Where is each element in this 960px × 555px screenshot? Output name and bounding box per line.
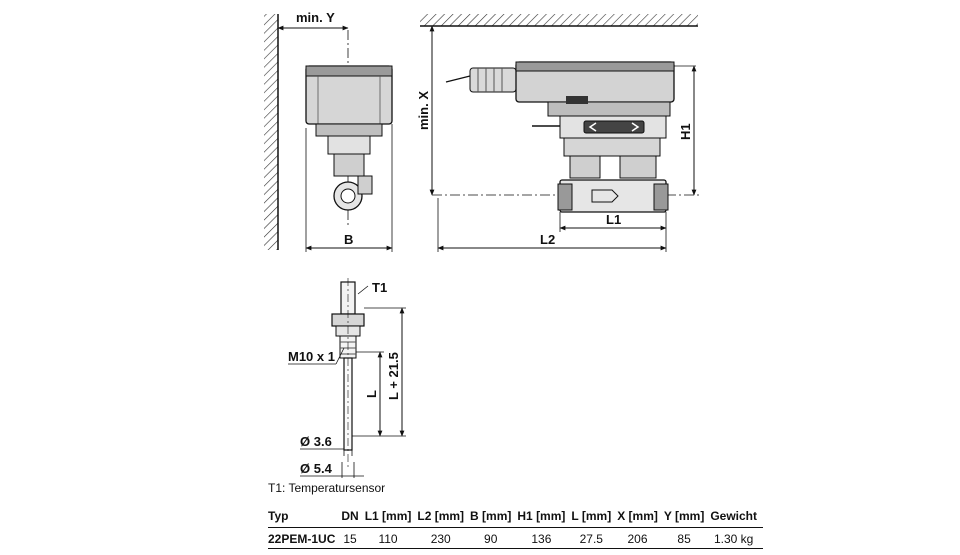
label-l1: L1 bbox=[606, 212, 621, 227]
col-gewicht: Gewicht bbox=[710, 509, 757, 523]
label-min-y: min. Y bbox=[296, 10, 335, 25]
label-d54: Ø 5.4 bbox=[300, 461, 333, 476]
table-row: 22PEM-1UC 15 110 230 90 136 27.5 206 85 … bbox=[268, 528, 763, 549]
label-t1: T1 bbox=[372, 280, 387, 295]
label-l-plus: L + 21.5 bbox=[386, 352, 401, 400]
cell-b: 90 bbox=[484, 532, 498, 546]
technical-drawing: min. Y B min. X bbox=[264, 10, 700, 478]
cell-x: 206 bbox=[627, 532, 648, 546]
col-l: L [mm] bbox=[571, 509, 612, 523]
side-view: min. Y B bbox=[264, 10, 393, 252]
col-l1: L1 [mm] bbox=[364, 509, 412, 523]
label-d36: Ø 3.6 bbox=[300, 434, 332, 449]
col-l2: L2 [mm] bbox=[417, 509, 465, 523]
front-view: min. X H1 L1 bbox=[416, 14, 700, 252]
spec-table: Typ DN L1 [mm] L2 [mm] B [mm] H1 [mm] L … bbox=[268, 507, 763, 549]
cell-dn: 15 bbox=[343, 532, 357, 546]
label-m10: M10 x 1 bbox=[288, 349, 335, 364]
col-b: B [mm] bbox=[470, 509, 512, 523]
sensor-caption: T1: Temperatursensor bbox=[268, 481, 386, 495]
label-l: L bbox=[364, 390, 379, 398]
label-min-x: min. X bbox=[416, 91, 431, 130]
spec-header-row: Typ DN L1 [mm] L2 [mm] B [mm] H1 [mm] L … bbox=[268, 507, 763, 528]
cell-y: 85 bbox=[677, 532, 691, 546]
cell-l2: 230 bbox=[430, 532, 451, 546]
cell-h1: 136 bbox=[531, 532, 552, 546]
cell-l1: 110 bbox=[378, 532, 398, 546]
col-h1: H1 [mm] bbox=[517, 509, 566, 523]
wall-hatch-side bbox=[264, 14, 278, 250]
col-dn: DN bbox=[341, 509, 359, 523]
cell-typ: 22PEM-1UC bbox=[268, 532, 336, 546]
sensor-view: T1 M10 x 1 L L + 21.5 Ø 3.6 Ø 5.4 bbox=[288, 278, 406, 478]
label-b: B bbox=[344, 232, 353, 247]
col-typ: Typ bbox=[268, 509, 289, 523]
cell-l: 27.5 bbox=[579, 532, 603, 546]
valve-body-front bbox=[559, 179, 667, 213]
cell-gewicht: 1.30 kg bbox=[713, 532, 754, 546]
col-x: X [mm] bbox=[617, 509, 658, 523]
label-l2: L2 bbox=[540, 232, 555, 247]
col-y: Y [mm] bbox=[663, 509, 705, 523]
sensor-probe bbox=[343, 357, 353, 451]
ceiling-hatch-front bbox=[420, 14, 698, 26]
label-h1: H1 bbox=[678, 123, 693, 140]
